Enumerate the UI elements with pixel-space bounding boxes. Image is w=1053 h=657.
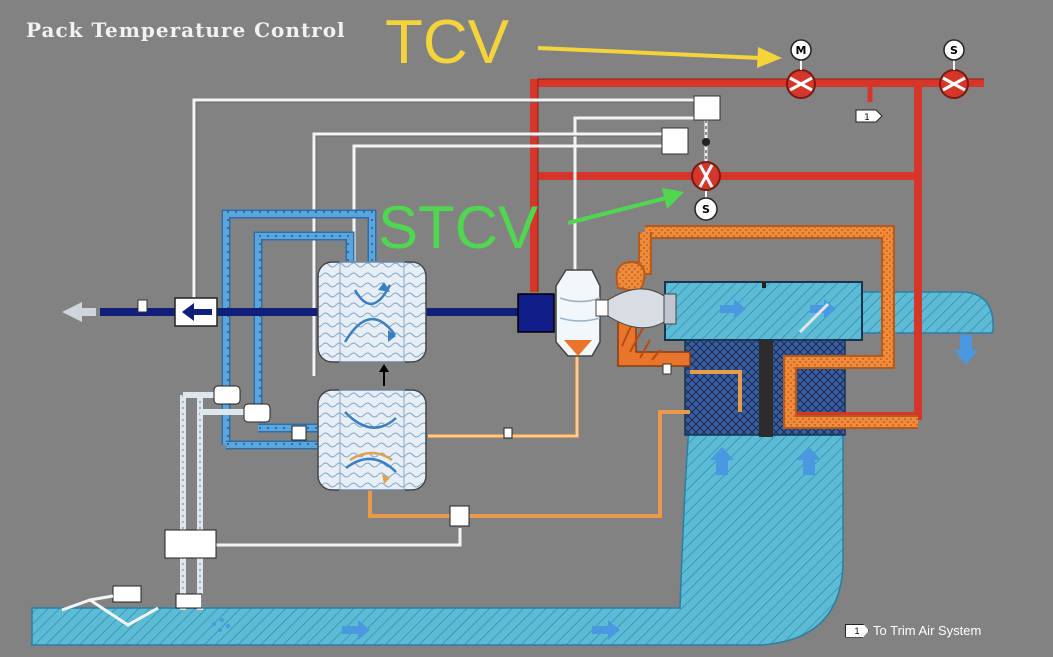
legend: 1 To Trim Air System: [845, 623, 981, 638]
stcv-valve: [691, 161, 721, 191]
tcv-motor-marker: M: [796, 44, 807, 57]
shutoff-sensor-marker: S: [950, 44, 958, 57]
spray-nozzle: [212, 618, 230, 632]
primary-heat-exchanger: [317, 389, 427, 491]
hx-link-arrow: [379, 364, 389, 386]
compressor-discharge-duct: [615, 225, 918, 429]
diagram-title: Pack Temperature Control: [26, 18, 346, 42]
trim-tap-tee: [855, 86, 883, 123]
tcv-pointer-arrow: [537, 46, 782, 68]
outlet-check-valve: [174, 297, 218, 327]
legend-tag: 1: [845, 623, 869, 638]
stcv-pointer-arrow: [567, 188, 684, 225]
legend-text: To Trim Air System: [873, 623, 982, 638]
ram-air-duct: [31, 281, 994, 646]
shutoff-valve: [939, 39, 969, 99]
tcv-valve: [786, 39, 816, 99]
water-sprayer: [61, 594, 159, 627]
sense-lines: [192, 98, 708, 547]
ram-air-door: [762, 282, 830, 334]
cold-air-ducts: [180, 209, 377, 610]
controller-boxes: [661, 95, 721, 162]
air-cycle-machine: [555, 269, 677, 357]
trim-tap-marker: 1: [864, 113, 870, 123]
left-valves: [112, 385, 513, 609]
main-heat-exchanger: [317, 261, 427, 363]
pack-outlet-line: [62, 293, 555, 333]
stcv-sensor-marker: S: [702, 203, 710, 216]
stcv-sensor: [694, 190, 718, 221]
stcv-annotation: STCV: [378, 194, 539, 261]
tcv-annotation: TCV: [385, 8, 509, 77]
